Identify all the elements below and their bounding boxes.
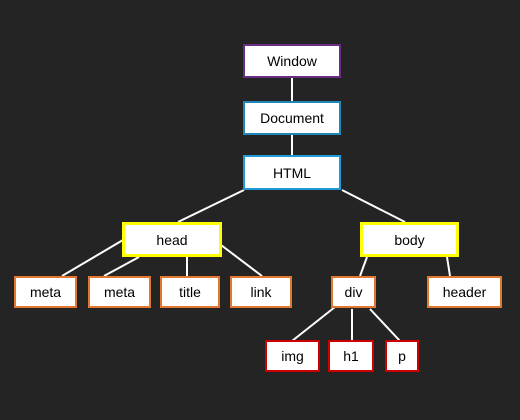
- node-window: Window: [243, 44, 341, 78]
- edge-div-img: [291, 306, 336, 342]
- node-h1: h1: [328, 340, 374, 372]
- node-meta-1: meta: [14, 276, 77, 308]
- edge-html-head: [177, 189, 245, 223]
- node-header: header: [427, 276, 502, 308]
- node-html: HTML: [243, 155, 341, 190]
- node-title: title: [160, 276, 220, 308]
- node-meta-2: meta: [88, 276, 151, 308]
- edge-head-meta-1: [61, 239, 124, 277]
- node-div: div: [331, 276, 376, 308]
- node-head: head: [122, 222, 222, 257]
- edge-head-meta-2: [103, 256, 140, 277]
- node-body: body: [360, 222, 459, 257]
- node-document: Document: [243, 101, 341, 135]
- edge-body-div: [359, 256, 368, 277]
- edge-div-p: [369, 308, 401, 342]
- node-p: p: [385, 340, 419, 372]
- edge-html-body: [341, 189, 406, 223]
- node-img: img: [265, 340, 320, 372]
- node-link: link: [230, 276, 292, 308]
- edge-head-link: [220, 244, 263, 277]
- edge-body-header: [446, 256, 451, 277]
